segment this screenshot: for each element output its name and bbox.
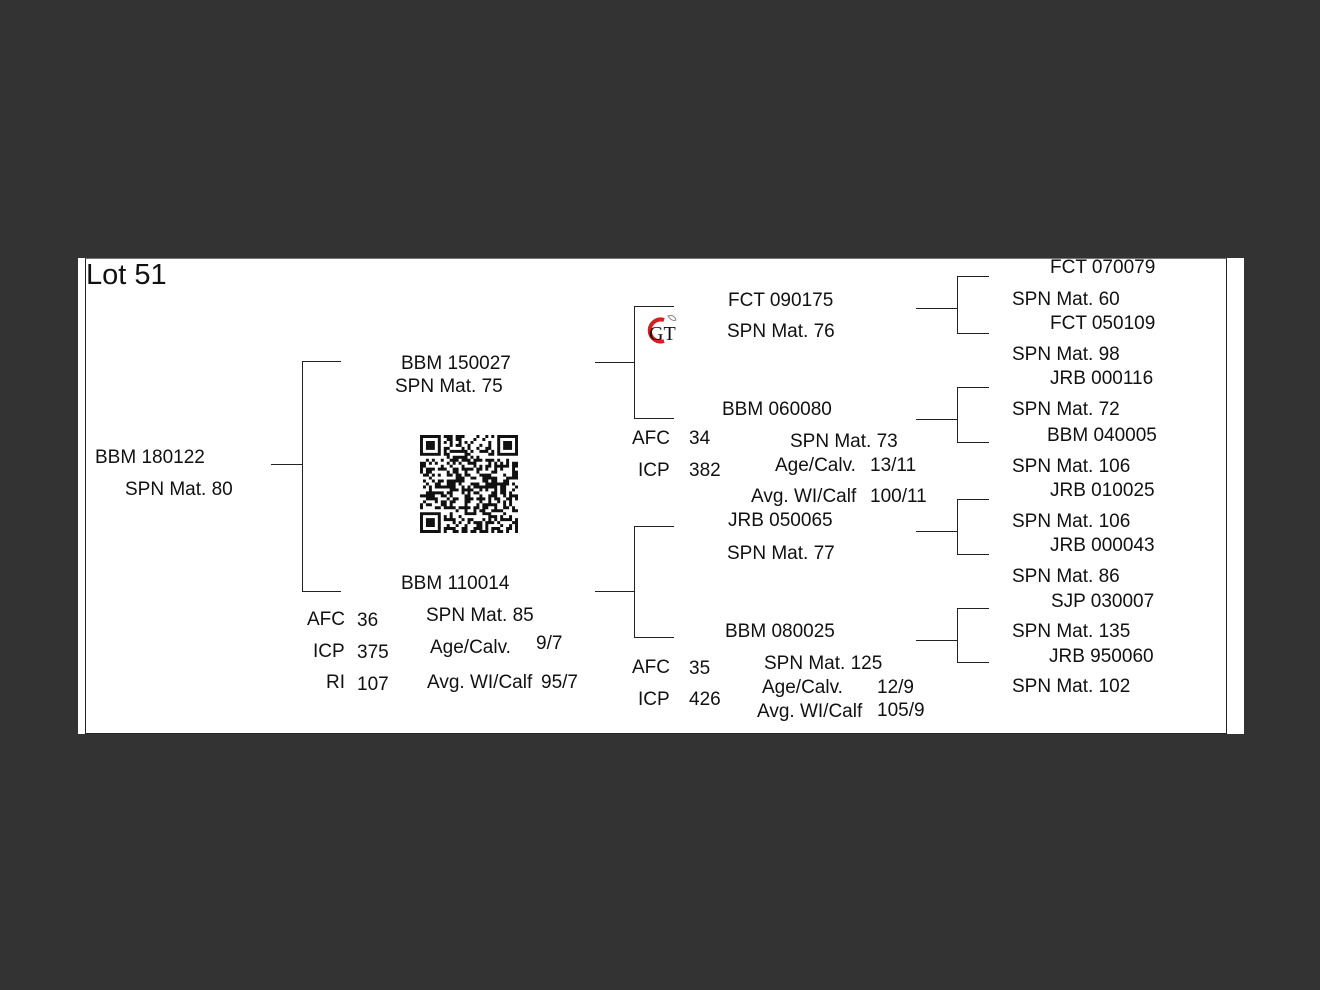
connector-line — [634, 306, 674, 307]
connector-line — [957, 276, 958, 333]
ggp-5-id: JRB 010025 — [1050, 480, 1155, 501]
ggp-8-mat: SPN Mat. 102 — [1012, 676, 1131, 697]
gp-sd-icp-value: 382 — [689, 460, 721, 481]
lot-title: Lot 51 — [86, 259, 167, 291]
dam-icp-label: ICP — [313, 641, 345, 662]
connector-line — [634, 526, 635, 637]
ggp-7-mat: SPN Mat. 135 — [1012, 621, 1131, 642]
gt-logo-icon: GT — [647, 315, 677, 345]
ggp-3-id: JRB 000116 — [1050, 368, 1154, 389]
connector-line — [957, 387, 989, 388]
dam-age-label: Age/Calv. — [430, 637, 511, 658]
ggp-6-mat: SPN Mat. 86 — [1012, 566, 1120, 587]
gp-dd-age-value: 12/9 — [877, 677, 914, 698]
sire-id: BBM 150027 — [401, 353, 511, 374]
dam-afc-label: AFC — [307, 609, 345, 630]
connector-line — [916, 308, 957, 309]
dam-mat: SPN Mat. 85 — [426, 605, 534, 626]
dam-icp-value: 375 — [357, 642, 389, 663]
connector-line — [957, 608, 989, 609]
connector-line — [957, 499, 989, 500]
connector-line — [271, 464, 302, 465]
gp-dd-afc-label: AFC — [632, 657, 670, 678]
ggp-5-mat: SPN Mat. 106 — [1012, 511, 1131, 532]
connector-line — [957, 387, 958, 442]
connector-line — [634, 306, 635, 418]
gp-sd-avg-value: 100/11 — [870, 486, 927, 507]
gp-ss-mat: SPN Mat. 76 — [727, 321, 835, 342]
dam-avg-value: 95/7 — [541, 672, 578, 693]
gp-dd-avg-value: 105/9 — [877, 700, 925, 721]
gp-sd-age-value: 13/11 — [870, 455, 917, 476]
dam-age-value: 9/7 — [536, 633, 563, 654]
subject-id: BBM 180122 — [95, 447, 205, 468]
subject-mat: SPN Mat. 80 — [125, 479, 233, 500]
connector-line — [957, 442, 989, 443]
qr-code-icon — [420, 435, 518, 533]
connector-line — [634, 418, 674, 419]
ggp-7-id: SJP 030007 — [1051, 591, 1155, 612]
connector-line — [957, 276, 989, 277]
dam-ri-value: 107 — [357, 674, 389, 695]
connector-line — [957, 333, 989, 334]
gp-dd-mat: SPN Mat. 125 — [764, 653, 883, 674]
gp-sd-afc-label: AFC — [632, 428, 670, 449]
ggp-3-mat: SPN Mat. 72 — [1012, 399, 1120, 420]
connector-line — [916, 531, 957, 532]
gp-sd-avg-label: Avg. WI/Calf — [751, 486, 857, 507]
connector-line — [595, 591, 635, 592]
gp-sd-mat: SPN Mat. 73 — [790, 431, 898, 452]
dam-avg-label: Avg. WI/Calf — [427, 672, 533, 693]
ggp-2-id: FCT 050109 — [1050, 313, 1156, 334]
gp-dd-age-label: Age/Calv. — [762, 677, 843, 698]
gp-dd-afc-value: 35 — [689, 658, 711, 679]
gp-sd-icp-label: ICP — [638, 460, 670, 481]
connector-line — [957, 662, 989, 663]
ggp-8-id: JRB 950060 — [1049, 646, 1154, 667]
connector-line — [957, 554, 989, 555]
gp-sd-age-label: Age/Calv. — [775, 455, 856, 476]
gp-sd-id: BBM 060080 — [722, 399, 832, 420]
connector-line — [916, 640, 957, 641]
connector-line — [957, 499, 958, 554]
connector-line — [634, 526, 674, 527]
gp-dd-icp-value: 426 — [689, 689, 721, 710]
gp-sd-afc-value: 34 — [689, 428, 711, 449]
connector-line — [957, 608, 958, 662]
dam-ri-label: RI — [326, 672, 345, 693]
ggp-6-id: JRB 000043 — [1050, 535, 1155, 556]
ggp-1-id: FCT 070079 — [1050, 257, 1156, 278]
connector-line — [302, 591, 341, 592]
card-border — [85, 258, 1227, 734]
gp-ss-id: FCT 090175 — [728, 290, 834, 311]
connector-line — [302, 361, 341, 362]
connector-line — [916, 419, 957, 420]
ggp-4-mat: SPN Mat. 106 — [1012, 456, 1131, 477]
gp-ds-mat: SPN Mat. 77 — [727, 543, 835, 564]
pedigree-card: Lot 51 BBM 180122 SPN Mat. 80 BBM 150027… — [78, 258, 1244, 734]
sire-mat: SPN Mat. 75 — [395, 376, 503, 397]
ggp-1-mat: SPN Mat. 60 — [1012, 289, 1120, 310]
gp-dd-avg-label: Avg. WI/Calf — [757, 701, 863, 722]
ggp-4-id: BBM 040005 — [1047, 425, 1157, 446]
dam-afc-value: 36 — [357, 610, 379, 631]
connector-line — [595, 362, 635, 363]
dam-id: BBM 110014 — [401, 573, 510, 594]
gp-ds-id: JRB 050065 — [728, 510, 833, 531]
svg-text:GT: GT — [649, 323, 676, 345]
connector-line — [634, 637, 674, 638]
connector-line — [302, 361, 303, 591]
gp-dd-id: BBM 080025 — [725, 621, 835, 642]
gp-dd-icp-label: ICP — [638, 689, 670, 710]
ggp-2-mat: SPN Mat. 98 — [1012, 344, 1120, 365]
